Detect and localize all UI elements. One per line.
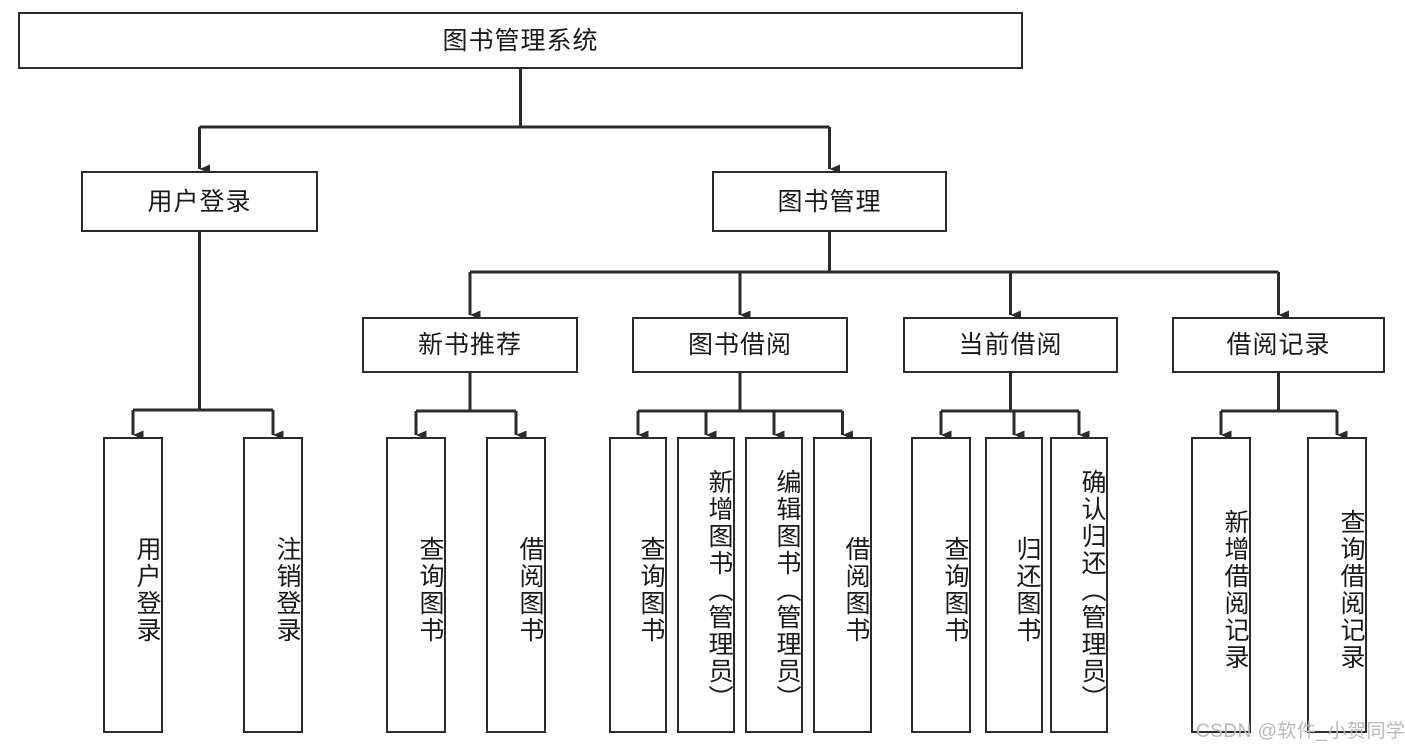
node-root[interactable]: 图书管理系统 xyxy=(18,12,1023,69)
node-leaf-borrow-book-rec[interactable]: 借阅图书 xyxy=(486,437,546,733)
node-leaf-confirm-return[interactable]: 确认归还（管理员） xyxy=(1050,437,1108,733)
node-label: 借阅图书 xyxy=(842,536,870,644)
node-label: 查询图书 xyxy=(416,536,444,644)
node-label: 图书管理 xyxy=(777,187,882,216)
node-label: 新书推荐 xyxy=(417,331,522,359)
node-leaf-add-record[interactable]: 新增借阅记录 xyxy=(1191,437,1251,733)
node-leaf-logout[interactable]: 注销登录 xyxy=(243,437,303,733)
node-borrow-record[interactable]: 借阅记录 xyxy=(1172,317,1385,373)
node-label: 新增图书（管理员） xyxy=(705,468,733,712)
node-leaf-user-login[interactable]: 用户登录 xyxy=(103,437,163,733)
node-leaf-query-book-rec[interactable]: 查询图书 xyxy=(386,437,446,733)
node-leaf-add-book[interactable]: 新增图书（管理员） xyxy=(677,437,735,733)
node-label: 用户登录 xyxy=(147,187,252,216)
node-label: 查询图书 xyxy=(941,536,969,644)
node-label: 用户登录 xyxy=(133,536,161,644)
node-current-borrow[interactable]: 当前借阅 xyxy=(903,317,1118,373)
node-label: 当前借阅 xyxy=(958,331,1063,359)
node-leaf-query-book-cur[interactable]: 查询图书 xyxy=(911,437,971,733)
node-label: 归还图书 xyxy=(1013,536,1041,644)
node-label: 编辑图书（管理员） xyxy=(773,468,801,712)
node-label: 借阅记录 xyxy=(1226,331,1331,359)
node-leaf-borrow-book[interactable]: 借阅图书 xyxy=(813,437,872,733)
node-label: 图书管理系统 xyxy=(442,26,599,55)
node-label: 注销登录 xyxy=(273,536,301,644)
node-leaf-return-book[interactable]: 归还图书 xyxy=(985,437,1043,733)
node-label: 查询图书 xyxy=(637,536,665,644)
node-book-manage[interactable]: 图书管理 xyxy=(712,171,947,232)
node-label: 图书借阅 xyxy=(687,331,792,359)
node-leaf-query-book[interactable]: 查询图书 xyxy=(609,437,667,733)
node-label: 借阅图书 xyxy=(516,536,544,644)
edge-group xyxy=(131,69,1348,440)
node-book-borrow[interactable]: 图书借阅 xyxy=(632,317,848,373)
node-label: 查询借阅记录 xyxy=(1337,509,1365,671)
node-label: 新增借阅记录 xyxy=(1221,509,1249,671)
node-label: 确认归还（管理员） xyxy=(1078,468,1106,712)
node-leaf-query-record[interactable]: 查询借阅记录 xyxy=(1307,437,1367,733)
watermark: CSDN @软件_小贺同学 xyxy=(1196,721,1405,742)
node-leaf-edit-book[interactable]: 编辑图书（管理员） xyxy=(745,437,803,733)
node-new-book-rec[interactable]: 新书推荐 xyxy=(362,317,578,373)
node-user-login[interactable]: 用户登录 xyxy=(81,171,318,232)
